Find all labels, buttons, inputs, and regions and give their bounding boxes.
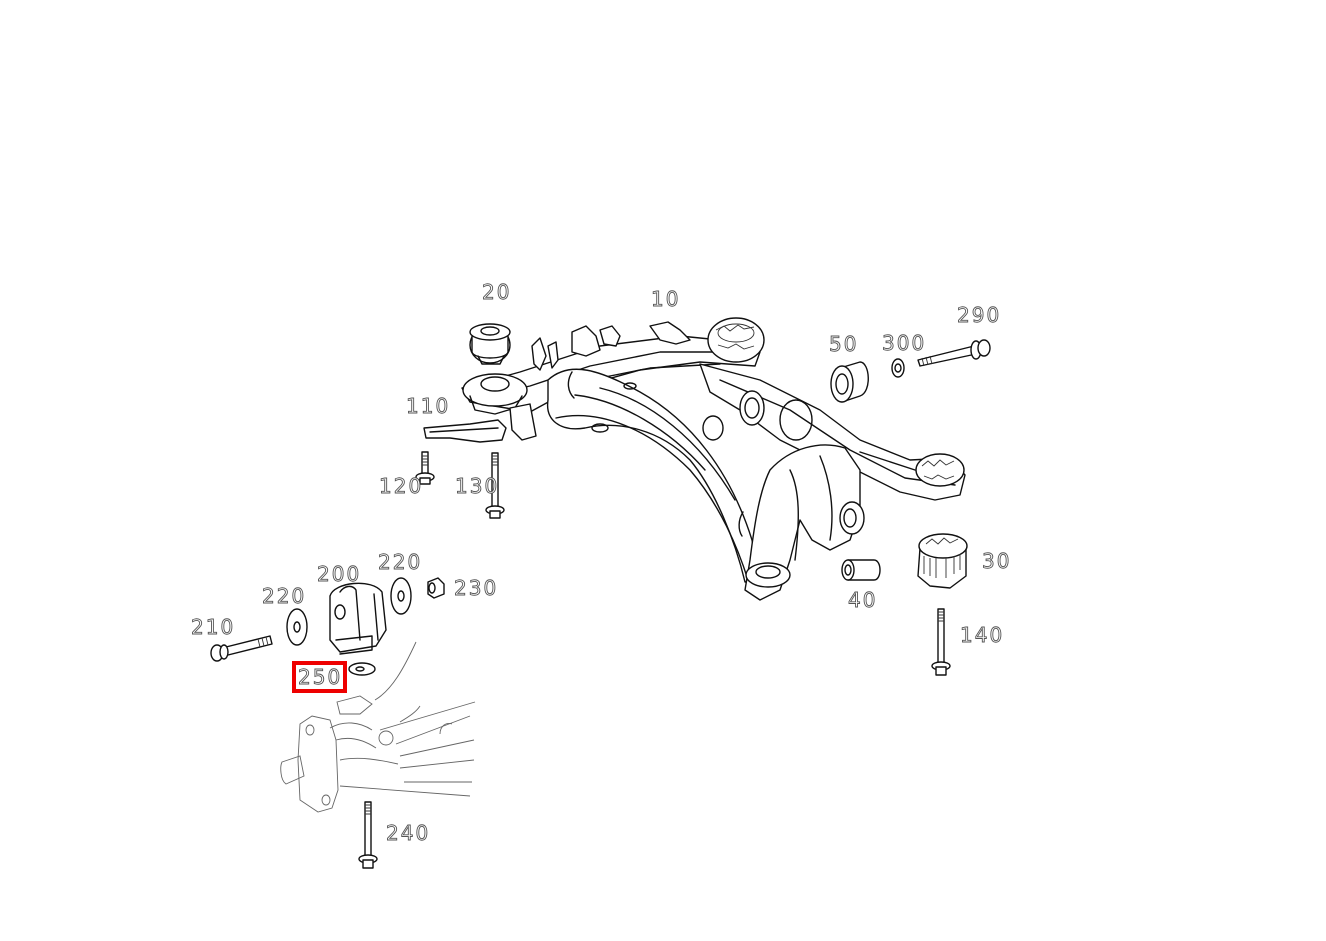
bolt-part-140 [931, 608, 951, 676]
callout-40[interactable]: 40 [848, 588, 878, 612]
bushing-part-50 [830, 361, 869, 403]
callout-220-left[interactable]: 220 [262, 584, 307, 608]
callout-110[interactable]: 110 [406, 394, 451, 418]
sleeve-part-40 [841, 559, 881, 581]
bolt-part-130 [485, 452, 505, 519]
axle-context-drawing [280, 641, 476, 813]
callout-120[interactable]: 120 [379, 474, 424, 498]
mount-bracket-part-200 [329, 582, 387, 655]
callout-300[interactable]: 300 [882, 331, 927, 355]
callout-210[interactable]: 210 [191, 615, 236, 639]
washer-part-300 [891, 358, 905, 378]
washer-part-220-right [390, 577, 412, 615]
callout-230[interactable]: 230 [454, 576, 499, 600]
callout-140[interactable]: 140 [960, 623, 1005, 647]
callout-200[interactable]: 200 [317, 562, 362, 586]
bolt-part-120 [415, 451, 435, 485]
callout-20[interactable]: 20 [482, 280, 512, 304]
bolt-part-210 [210, 635, 273, 662]
mount-part-30 [917, 533, 968, 589]
washer-part-220-left [286, 608, 308, 646]
callout-240[interactable]: 240 [386, 821, 431, 845]
bolt-part-240 [358, 801, 378, 869]
callout-250[interactable]: 250 [298, 665, 343, 689]
callout-10[interactable]: 10 [651, 287, 681, 311]
subframe-part-10 [461, 317, 966, 601]
callout-290[interactable]: 290 [957, 303, 1002, 327]
nut-part-230 [427, 577, 445, 599]
callout-220-right[interactable]: 220 [378, 550, 423, 574]
bolt-part-290 [917, 339, 991, 367]
bushing-part-20 [469, 323, 511, 365]
callout-130[interactable]: 130 [455, 474, 500, 498]
callout-30[interactable]: 30 [982, 549, 1012, 573]
callout-50[interactable]: 50 [829, 332, 859, 356]
washer-part-250 [348, 662, 376, 676]
bracket-part-110 [423, 419, 507, 443]
